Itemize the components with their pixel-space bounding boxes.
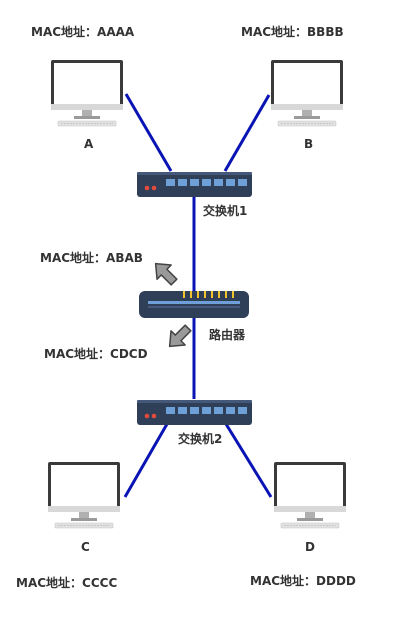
link-b-switch1: [223, 94, 271, 172]
mac-label-router-upper: MAC地址：ABAB: [40, 250, 143, 265]
mac-label-a: MAC地址：AAAA: [31, 24, 135, 39]
computer-b-icon: [270, 59, 344, 127]
switch1-label: 交换机1: [203, 203, 247, 218]
link-a-switch1: [124, 93, 173, 172]
computer-c-label: C: [81, 540, 90, 554]
computer-b-label: B: [304, 137, 313, 151]
link-switch2-d: [224, 423, 273, 498]
mac-label-c: MAC地址：CCCC: [16, 575, 117, 590]
computer-d-icon: [273, 461, 347, 529]
mac-label-b: MAC地址：BBBB: [241, 24, 344, 39]
switch2-label: 交换机2: [178, 431, 222, 446]
switch1-icon: [137, 172, 252, 197]
switch2-icon: [137, 400, 252, 425]
link-switch2-c: [123, 423, 169, 498]
mac-label-router-lower: MAC地址：CDCD: [44, 346, 148, 361]
router-label: 路由器: [209, 327, 246, 342]
computer-a-icon: [50, 59, 124, 127]
computer-c-icon: [47, 461, 121, 529]
computer-a-label: A: [84, 137, 94, 151]
arrow-up-left-icon: [154, 262, 178, 286]
computer-d-label: D: [305, 540, 315, 554]
mac-label-d: MAC地址：DDDD: [250, 573, 356, 588]
arrow-down-left-icon: [168, 324, 192, 348]
router-icon: [139, 291, 249, 318]
